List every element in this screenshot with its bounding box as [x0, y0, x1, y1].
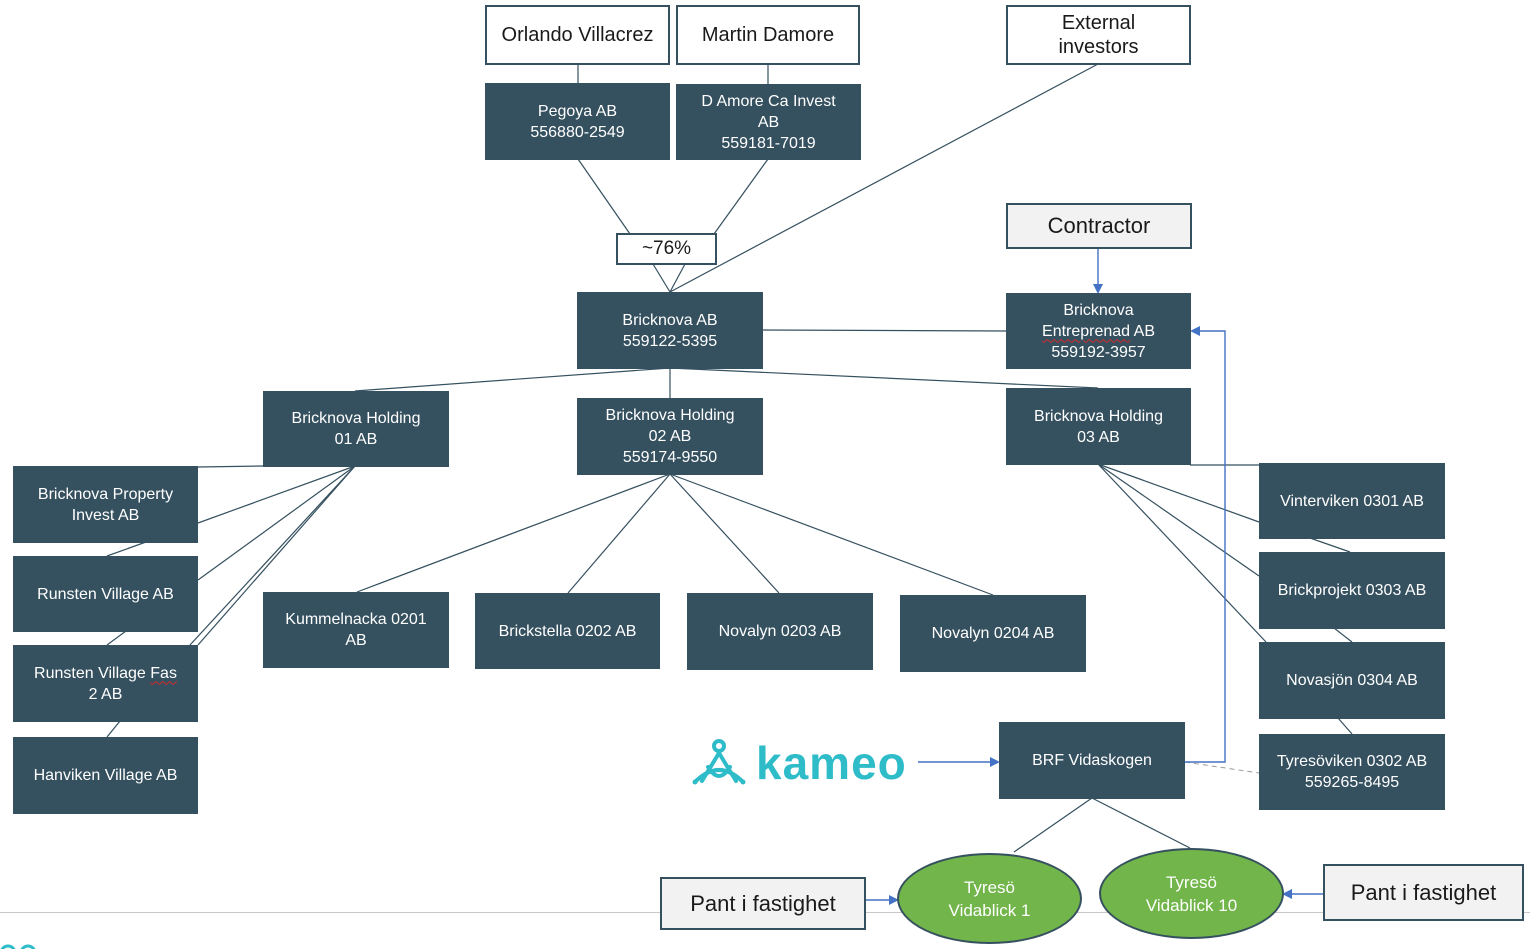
company-vinterviken[interactable]: Vinterviken 0301 AB — [1259, 463, 1445, 539]
company-property-invest-label: Bricknova Property Invest AB — [37, 485, 174, 524]
pledge-right-label: Pant i fastighet — [1350, 879, 1497, 905]
company-brf-label: BRF Vidaskogen — [1032, 752, 1152, 769]
company-kummelnacka[interactable]: Kummelnacka 0201 AB — [263, 592, 449, 668]
company-vinterviken-label: Vinterviken 0301 AB — [1280, 492, 1424, 510]
contractor-label: Contractor — [1047, 213, 1151, 238]
company-damore-invest[interactable]: D Amore Ca Invest AB 559181-7019 — [676, 84, 861, 160]
company-runsten-village[interactable]: Runsten Village AB — [13, 556, 198, 632]
company-damore-label: D Amore Ca Invest AB 559181-7019 — [701, 92, 836, 152]
company-tyresoviken[interactable]: Tyresöviken 0302 AB 559265-8495 — [1259, 734, 1445, 810]
person-martin-damore[interactable]: Martin Damore — [676, 5, 860, 65]
kameo-logo: kameo — [690, 735, 930, 791]
company-novalyn-0204[interactable]: Novalyn 0204 AB — [900, 595, 1086, 672]
company-holding-02-label: Bricknova Holding 02 AB 559174-9550 — [605, 407, 735, 466]
company-holding-03-label: Bricknova Holding 03 AB — [1034, 407, 1163, 446]
runsten-fas-part-b: Fas — [150, 664, 177, 682]
company-property-invest[interactable]: Bricknova Property Invest AB — [13, 466, 198, 543]
company-novasjon-label: Novasjön 0304 AB — [1286, 672, 1418, 689]
company-holding-03[interactable]: Bricknova Holding 03 AB — [1006, 388, 1191, 465]
ownership-percentage-label: ~76% — [641, 238, 692, 259]
company-brickprojekt-label: Brickprojekt 0303 AB — [1277, 582, 1427, 599]
runsten-fas-part-a: Runsten Village — [34, 664, 151, 682]
company-novalyn-0203-label: Novalyn 0203 AB — [718, 623, 842, 640]
pledge-box-left[interactable]: Pant i fastighet — [660, 877, 866, 930]
kameo-icon — [692, 739, 746, 785]
company-bricknova-ab-label: Bricknova AB 559122-5395 — [622, 311, 718, 350]
property-vidablick-10-label: Tyresö Vidablick 10 — [1145, 872, 1238, 915]
company-brf-vidaskogen[interactable]: BRF Vidaskogen — [999, 722, 1185, 799]
company-pegoya[interactable]: Pegoya AB 556880-2549 — [485, 83, 670, 160]
external-investors-box[interactable]: External investors — [1006, 5, 1191, 65]
ownership-percentage: ~76% — [616, 233, 717, 265]
company-holding-01[interactable]: Bricknova Holding 01 AB — [263, 391, 449, 467]
person-orlando-label: Orlando Villacrez — [501, 23, 654, 46]
property-vidablick-1[interactable]: Tyresö Vidablick 1 — [897, 853, 1082, 944]
external-investors-label: External investors — [1058, 12, 1139, 58]
company-pegoya-label: Pegoya AB 556880-2549 — [530, 102, 625, 141]
entreprenad-suffix: AB — [1130, 322, 1155, 340]
pledge-left-label: Pant i fastighet — [690, 890, 836, 916]
company-holding-02[interactable]: Bricknova Holding 02 AB 559174-9550 — [577, 398, 763, 475]
company-brickprojekt[interactable]: Brickprojekt 0303 AB — [1259, 552, 1445, 629]
company-brickstella-label: Brickstella 0202 AB — [498, 622, 637, 640]
entreprenad-line3: 559192-3957 — [1051, 343, 1146, 361]
company-novalyn-0204-label: Novalyn 0204 AB — [931, 625, 1055, 642]
kameo-wordmark: kameo — [756, 737, 907, 789]
contractor-box[interactable]: Contractor — [1006, 203, 1192, 249]
company-runsten-fas2-label: Runsten Village Fas 2 AB — [34, 663, 177, 705]
company-runsten-village-label: Runsten Village AB — [37, 585, 174, 603]
property-vidablick-10[interactable]: Tyresö Vidablick 10 — [1099, 848, 1284, 939]
person-orlando-villacrez[interactable]: Orlando Villacrez — [485, 5, 670, 65]
company-novalyn-0203[interactable]: Novalyn 0203 AB — [687, 593, 873, 670]
company-brickstella[interactable]: Brickstella 0202 AB — [475, 593, 660, 669]
pledge-box-right[interactable]: Pant i fastighet — [1323, 864, 1524, 921]
company-runsten-village-fas2[interactable]: Runsten Village Fas 2 AB — [13, 645, 198, 722]
entreprenad-line1: Bricknova — [1063, 301, 1134, 319]
company-novasjon[interactable]: Novasjön 0304 AB — [1259, 642, 1445, 719]
company-bricknova-ab[interactable]: Bricknova AB 559122-5395 — [577, 292, 763, 369]
entreprenad-word: Entreprenad — [1042, 322, 1131, 340]
runsten-fas-part-c: 2 AB — [88, 685, 123, 703]
company-hanviken-village[interactable]: Hanviken Village AB — [13, 737, 198, 814]
corner-logo-fragment — [0, 944, 36, 949]
company-kummelnacka-label: Kummelnacka 0201 AB — [285, 611, 427, 649]
property-vidablick-1-label: Tyresö Vidablick 1 — [948, 877, 1031, 920]
person-martin-label: Martin Damore — [701, 23, 835, 46]
company-hanviken-label: Hanviken Village AB — [33, 767, 178, 784]
company-holding-01-label: Bricknova Holding 01 AB — [291, 410, 421, 448]
company-tyresoviken-label: Tyresöviken 0302 AB 559265-8495 — [1276, 753, 1428, 791]
